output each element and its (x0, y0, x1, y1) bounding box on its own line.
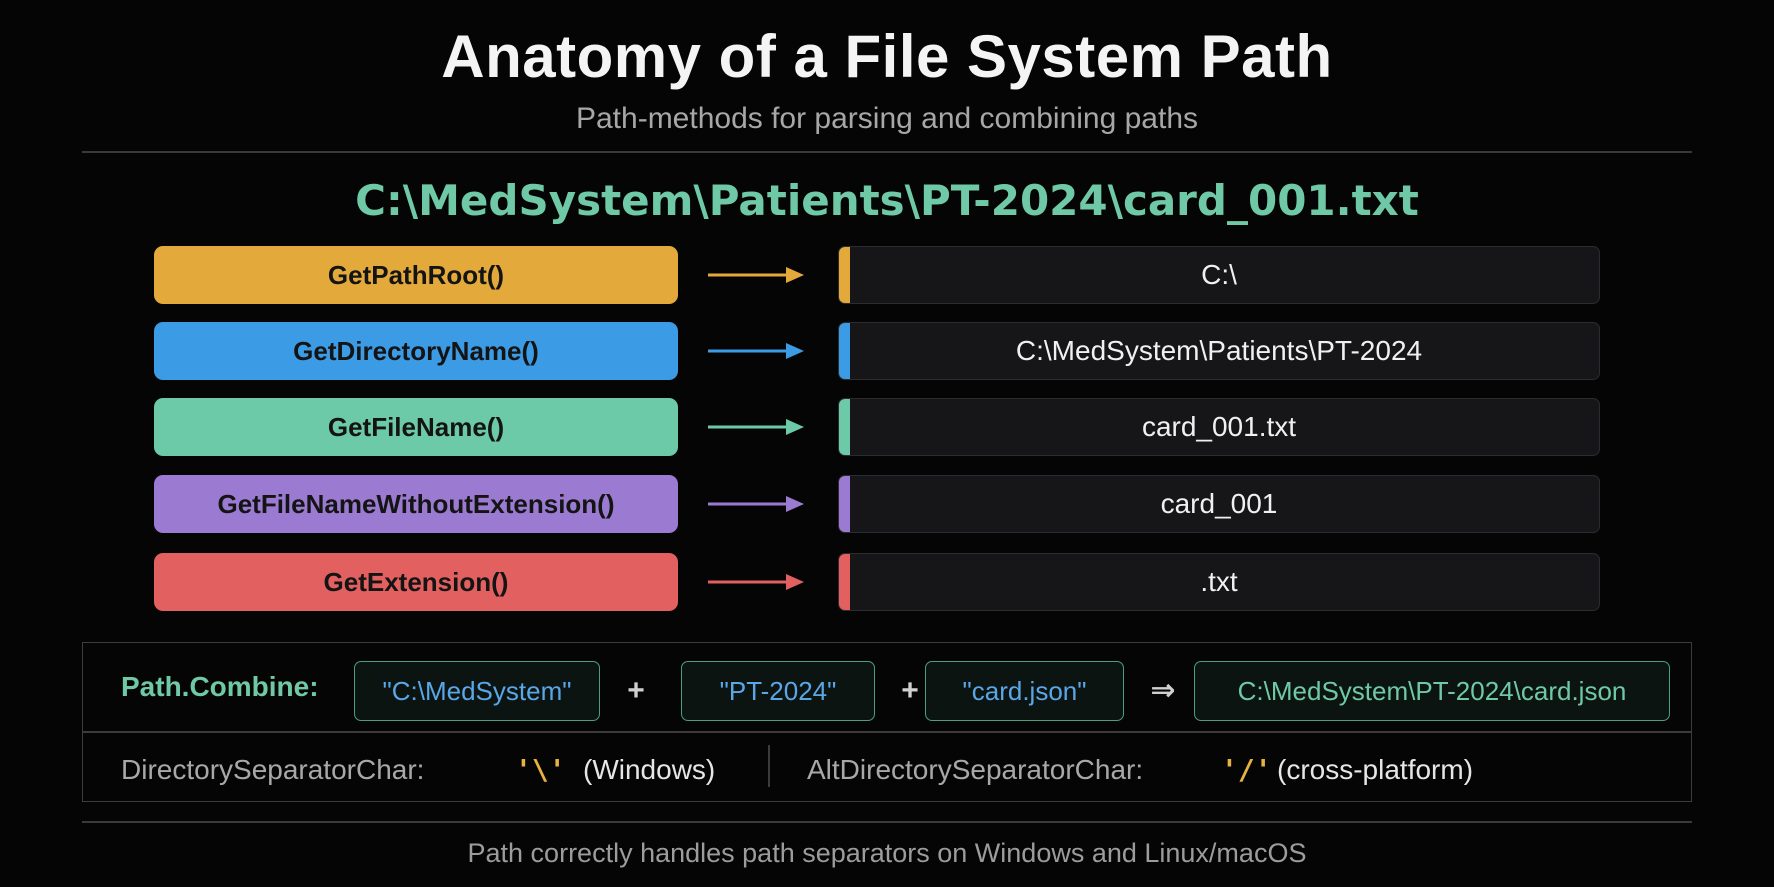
combine-panel: Path.Combine: "C:\MedSystem" + "PT-2024"… (82, 642, 1692, 802)
result-accent-bar (839, 399, 850, 455)
arrow-right-icon (708, 419, 804, 435)
result-path-root: C:\ (838, 246, 1600, 304)
result-accent-bar (839, 247, 850, 303)
alt-separator-label: AltDirectorySeparatorChar: (807, 754, 1144, 785)
directory-separator-char: '\' (515, 753, 566, 786)
plus-operator-1: + (627, 674, 645, 707)
top-divider (82, 151, 1692, 153)
method-row-directory-name: GetDirectoryName() C:\MedSystem\Patients\… (0, 322, 1774, 380)
method-row-file-name: GetFileName() card_001.txt (0, 398, 1774, 456)
bottom-divider (82, 821, 1692, 823)
method-file-name-without-extension: GetFileNameWithoutExtension() (154, 475, 678, 533)
result-value: card_001.txt (1141, 411, 1297, 442)
yields-arrow-icon: ⇒ (1150, 674, 1176, 707)
method-directory-name: GetDirectoryName() (154, 322, 678, 380)
result-file-name-without-extension: card_001 (838, 475, 1600, 533)
method-row-path-root: GetPathRoot() C:\ (0, 246, 1774, 304)
result-accent-bar (839, 554, 850, 610)
result-accent-bar (839, 476, 850, 532)
combine-divider (83, 731, 1691, 733)
arrow-right-icon (708, 267, 804, 283)
method-extension: GetExtension() (154, 553, 678, 611)
arrow-right-icon (708, 343, 804, 359)
arrow-right-icon (708, 574, 804, 590)
example-path: C:\MedSystem\Patients\PT-2024\card_001.t… (355, 176, 1419, 225)
combine-result: C:\MedSystem\PT-2024\card.json (1194, 661, 1670, 721)
footer-note: Path correctly handles path separators o… (467, 838, 1307, 868)
result-value: C:\MedSystem\Patients\PT-2024 (1015, 335, 1423, 366)
result-value: C:\ (1201, 259, 1237, 290)
combine-label: Path.Combine: (121, 671, 319, 702)
result-file-name: card_001.txt (838, 398, 1600, 456)
method-path-root: GetPathRoot() (154, 246, 678, 304)
alt-separator-char: '/' (1221, 753, 1272, 786)
alt-separator-note: (cross-platform) (1277, 754, 1474, 785)
result-extension: .txt (838, 553, 1600, 611)
arrow-right-icon (708, 496, 804, 512)
method-file-name: GetFileName() (154, 398, 678, 456)
page-subtitle: Path-methods for parsing and combining p… (575, 102, 1199, 135)
combine-arg-file: "card.json" (925, 661, 1124, 721)
result-directory-name: C:\MedSystem\Patients\PT-2024 (838, 322, 1600, 380)
result-value: .txt (1200, 566, 1238, 597)
combine-arg-root: "C:\MedSystem" (354, 661, 600, 721)
result-accent-bar (839, 323, 850, 379)
page-title: Anatomy of a File System Path (441, 23, 1333, 90)
result-value: card_001 (1160, 488, 1278, 519)
method-row-file-name-without-extension: GetFileNameWithoutExtension() card_001 (0, 475, 1774, 533)
combine-arg-folder: "PT-2024" (681, 661, 875, 721)
method-row-extension: GetExtension() .txt (0, 553, 1774, 611)
separator-divider (768, 745, 770, 787)
plus-operator-2: + (901, 674, 919, 707)
directory-separator-note: (Windows) (583, 754, 716, 785)
directory-separator-label: DirectorySeparatorChar: (121, 754, 425, 785)
